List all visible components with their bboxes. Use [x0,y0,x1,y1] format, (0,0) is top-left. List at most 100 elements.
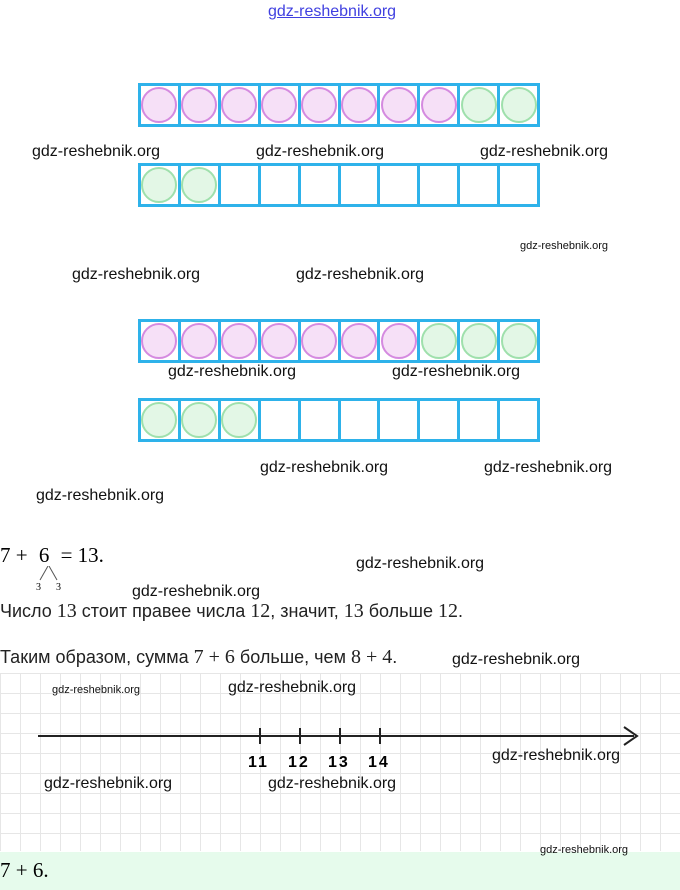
frame-cell [460,86,498,124]
ten-frame [138,83,540,127]
watermark: gdz-reshebnik.org [540,844,629,856]
watermark: gdz-reshebnik.org [132,583,261,600]
pink-counter [301,323,338,359]
answer-box [0,852,680,890]
ten-frame [138,398,540,442]
frame-cell [220,166,258,204]
watermark: gdz-reshebnik.org [256,143,385,160]
conclusion-line: Таким образом, сумма 7 + 6 больше, чем 8… [0,646,398,668]
grid-paper [0,673,680,851]
tick [259,728,261,744]
eq-right: = 13. [55,543,104,567]
frame-cell [260,322,298,360]
tick-label: 14 [368,754,390,771]
frame-cell [460,401,498,439]
frame-cell [380,322,418,360]
frame-cell [500,322,538,360]
green-counter [141,167,178,203]
pink-counter [340,87,377,123]
frame-cell [340,322,378,360]
tick-label: 13 [328,754,350,771]
watermark: gdz-reshebnik.org [32,143,161,160]
frame-cell [141,401,178,439]
watermark: gdz-reshebnik.org [44,775,173,792]
watermark: gdz-reshebnik.org [52,684,141,696]
arrow-head-icon [623,726,639,746]
frame-cell [260,166,298,204]
frame-cell [420,86,458,124]
watermark: gdz-reshebnik.org [480,143,609,160]
pink-counter [221,87,258,123]
tick [339,728,341,744]
frame-cell [180,86,218,124]
watermark: gdz-reshebnik.org [452,651,581,668]
frame-cell [340,86,378,124]
pink-counter [181,323,218,359]
pink-counter [420,87,457,123]
watermark: gdz-reshebnik.org [356,555,485,572]
frame-cell [340,166,378,204]
watermark: gdz-reshebnik.org [268,775,397,792]
watermark: gdz-reshebnik.org [260,459,389,476]
frame-cell [220,86,258,124]
frame-cell [141,166,178,204]
watermark: gdz-reshebnik.org [228,679,357,696]
pink-counter [141,323,178,359]
green-counter [500,87,537,123]
eq-six: 6 [38,543,50,567]
header-watermark: gdz-reshebnik.org [268,3,397,20]
tick [379,728,381,744]
ten-frame [138,319,540,363]
frame-cell [180,401,218,439]
tick-label: 12 [288,754,310,771]
pink-counter [301,87,338,123]
watermark: gdz-reshebnik.org [392,363,521,380]
pink-counter [141,87,178,123]
frame-cell [260,86,298,124]
frame-cell [460,166,498,204]
pink-counter [181,87,218,123]
frame-cell [300,401,338,439]
frame-cell [300,86,338,124]
watermark: gdz-reshebnik.org [72,266,201,283]
comparison-line: Число 13 стоит правее числа 12, значит, … [0,600,464,622]
frame-cell [180,322,218,360]
frame-cell [220,322,258,360]
watermark: gdz-reshebnik.org [484,459,613,476]
split-lines [39,566,58,581]
frame-cell [220,401,258,439]
green-counter [181,402,218,438]
equation: 7 + 6 = 13. [0,543,104,568]
green-counter [221,402,258,438]
frame-cell [141,86,178,124]
pink-counter [380,87,417,123]
frame-cell [380,86,418,124]
frame-cell [460,322,498,360]
frame-cell [260,401,298,439]
pink-counter [380,323,417,359]
tick-label: 11 [248,754,269,771]
frame-cell [380,401,418,439]
frame-cell [300,322,338,360]
frame-cell [500,401,538,439]
watermark: gdz-reshebnik.org [36,487,165,504]
ten-frame [138,163,540,207]
tick [299,728,301,744]
frame-cell [500,86,538,124]
pink-counter [261,323,298,359]
pink-counter [261,87,298,123]
frame-cell [420,401,458,439]
green-counter [420,323,457,359]
green-counter [460,323,497,359]
number-line-axis [38,735,634,737]
green-counter [500,323,537,359]
watermark: gdz-reshebnik.org [520,240,609,252]
watermark: gdz-reshebnik.org [492,747,621,764]
frame-cell [300,166,338,204]
pink-counter [340,323,377,359]
frame-cell [141,322,178,360]
frame-cell [420,166,458,204]
green-counter [181,167,218,203]
frame-cell [420,322,458,360]
frame-cell [380,166,418,204]
